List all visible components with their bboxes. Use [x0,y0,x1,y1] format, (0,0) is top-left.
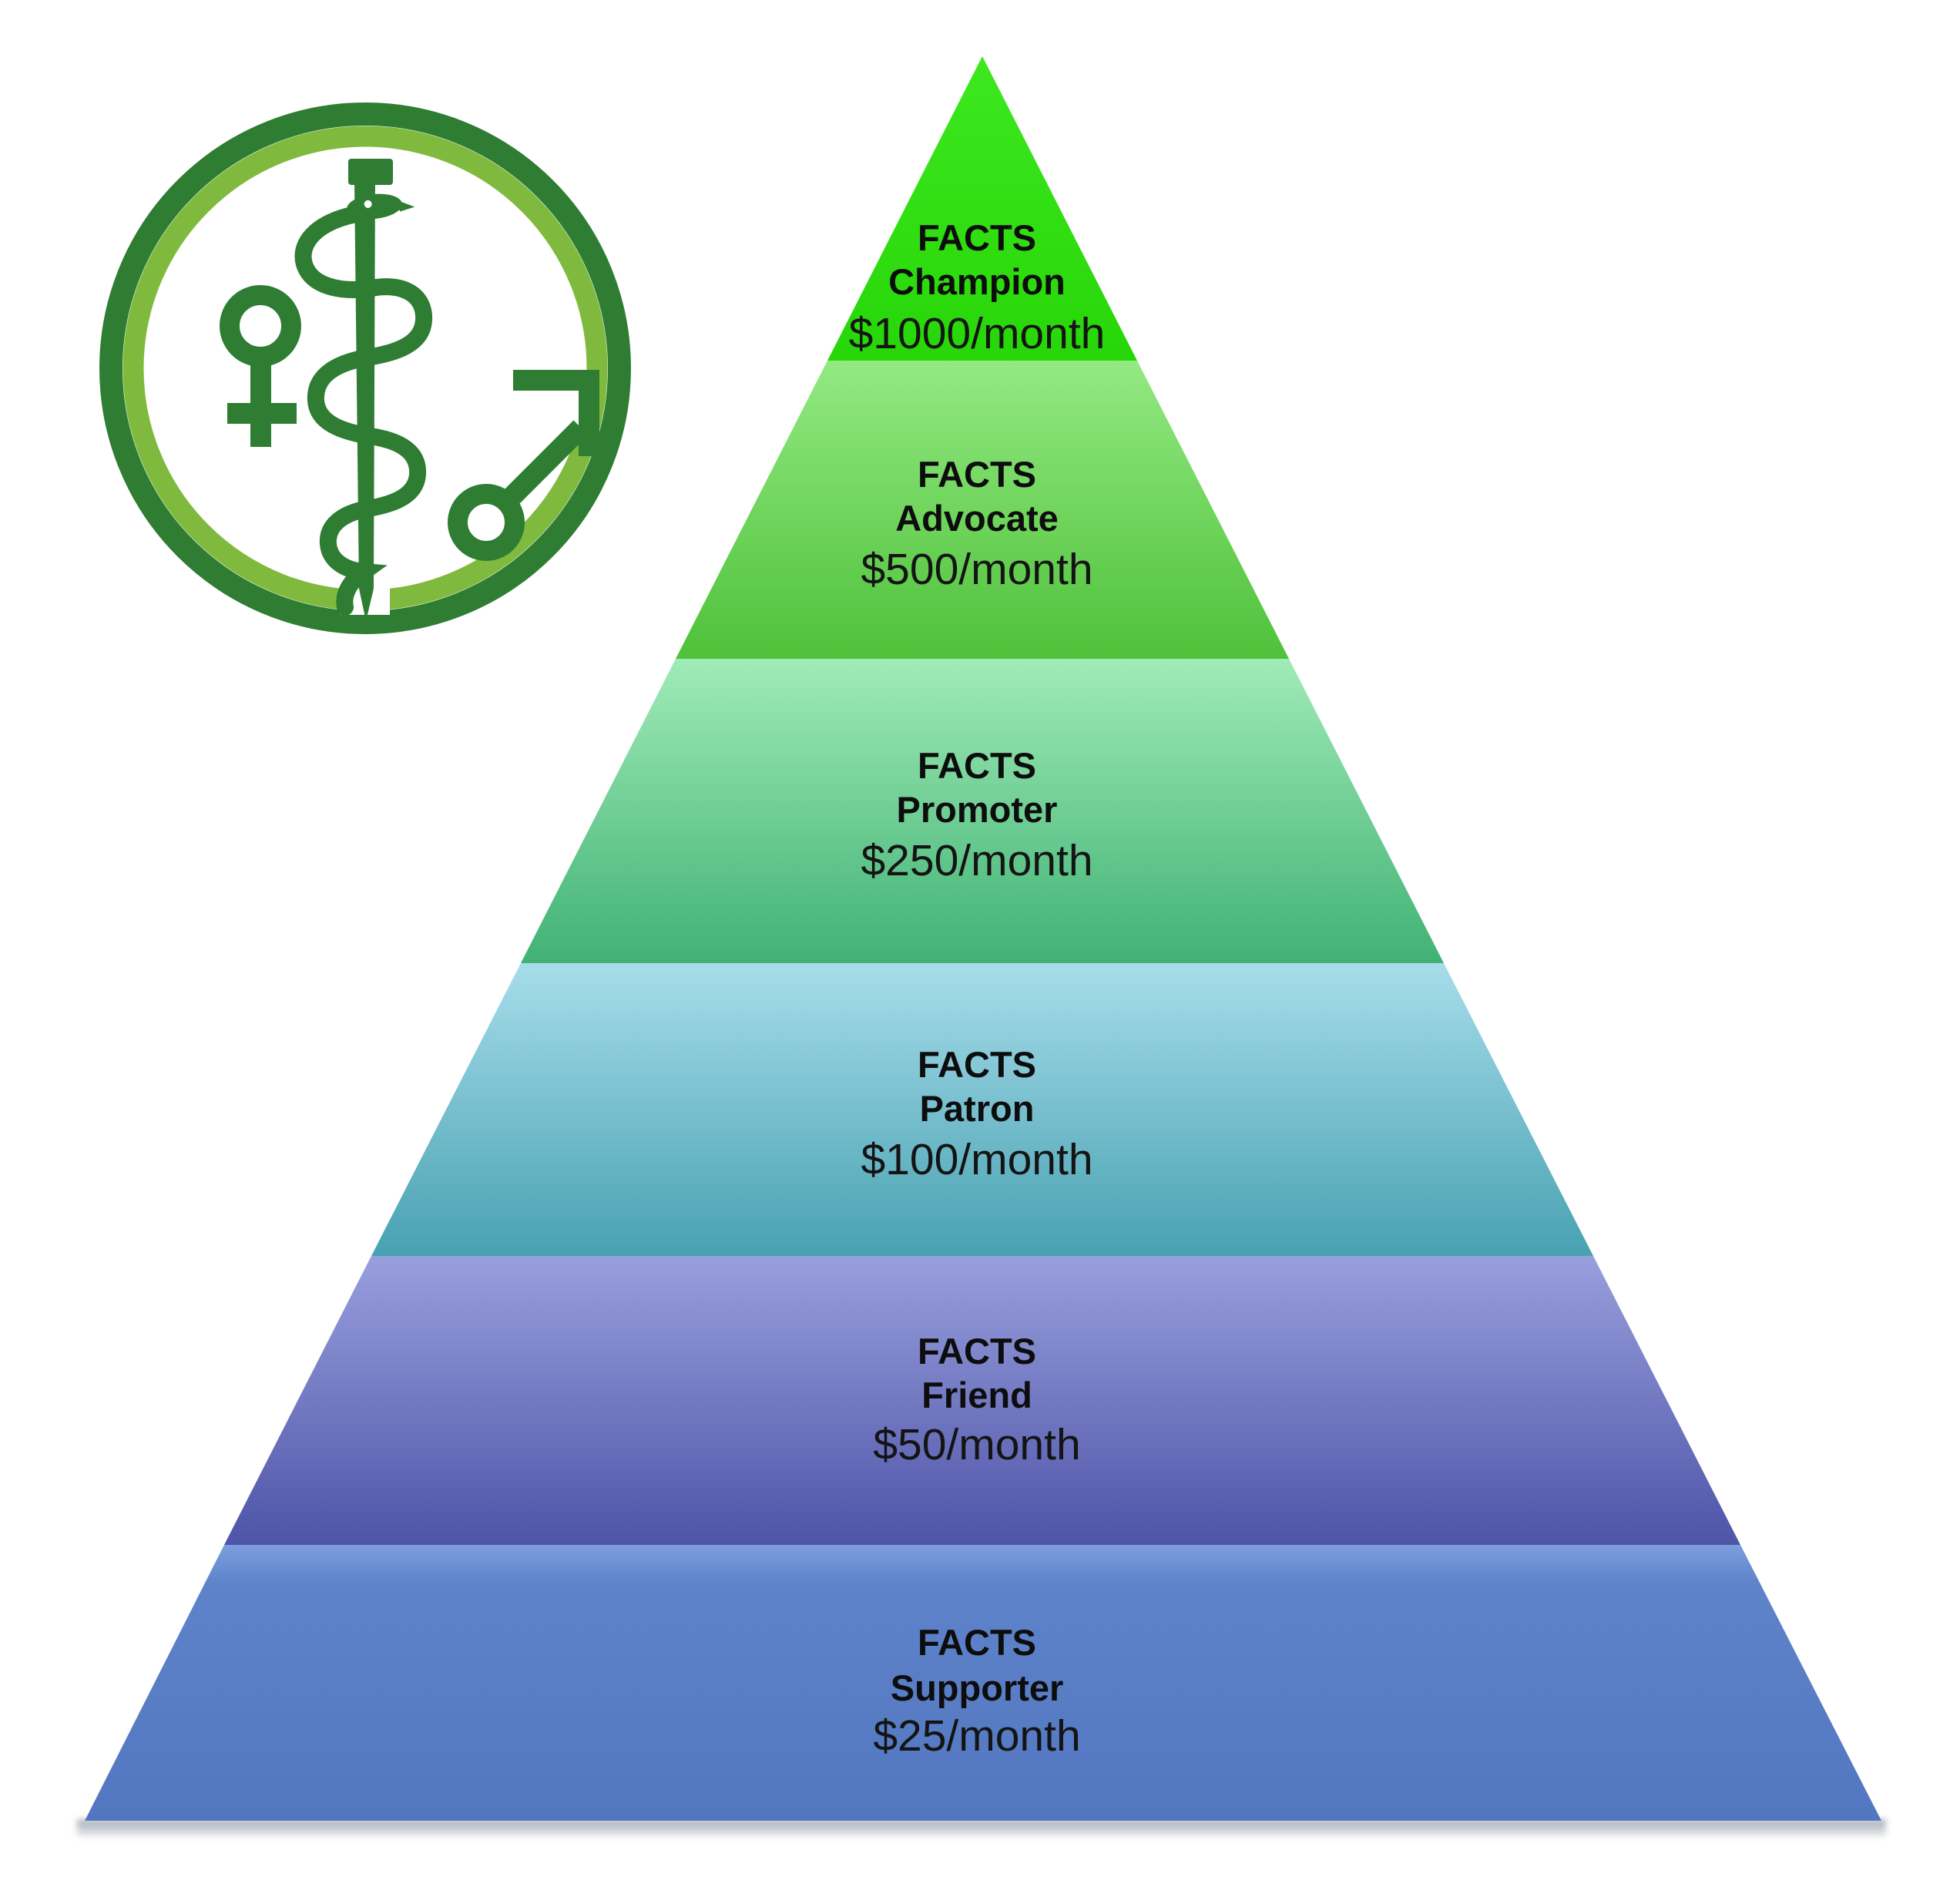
tier-shape-advocate [676,361,1289,659]
tier-patron-org: FACTS [918,1044,1036,1085]
tier-supporter-org: FACTS [918,1622,1036,1663]
tier-supporter-name: Supporter [891,1667,1064,1708]
tier-advocate-amount: $500/month [861,545,1092,594]
tier-champion-org: FACTS [918,217,1036,258]
tier-shape-champion [827,56,1137,361]
snake-head [347,193,415,220]
tier-advocate-org: FACTS [918,454,1036,495]
tier-friend-amount: $50/month [873,1420,1080,1469]
male-symbol-icon [448,370,599,561]
tier-champion-amount: $1000/month [849,309,1106,358]
tier-promoter-name: Promoter [897,789,1058,830]
tier-label-advocate: FACTS Advocate $500/month [861,454,1092,594]
snake-body [294,206,433,616]
staff-shaft [354,182,375,621]
pyramid-base-shadow [77,1819,1886,1836]
tier-patron-name: Patron [920,1088,1035,1129]
tier-shape-promoter [521,659,1444,963]
tier-advocate-name: Advocate [895,498,1059,539]
tier-promoter-amount: $250/month [861,836,1092,885]
female-symbol-icon [220,285,301,447]
tier-patron-amount: $100/month [861,1135,1092,1184]
staff-top [348,159,393,185]
tier-label-champion: FACTS Champion $1000/month [849,217,1106,358]
tier-label-supporter: FACTS Supporter $25/month [873,1622,1080,1761]
tier-shape-friend [224,1256,1740,1545]
tier-label-promoter: FACTS Promoter $250/month [861,745,1092,885]
tier-champion-name: Champion [888,261,1066,302]
tier-friend-name: Friend [921,1375,1032,1415]
tier-promoter-org: FACTS [918,745,1036,786]
outer-dark-ring [99,102,631,634]
rod-of-asclepius-icon [294,159,433,621]
facts-logo [99,102,631,634]
tier-label-friend: FACTS Friend $50/month [873,1331,1080,1469]
tier-shape-patron [371,963,1593,1256]
tier-supporter-amount: $25/month [873,1711,1080,1761]
tier-friend-org: FACTS [918,1331,1036,1372]
tier-label-patron: FACTS Patron $100/month [861,1044,1092,1184]
tier-shape-supporter [85,1545,1881,1821]
